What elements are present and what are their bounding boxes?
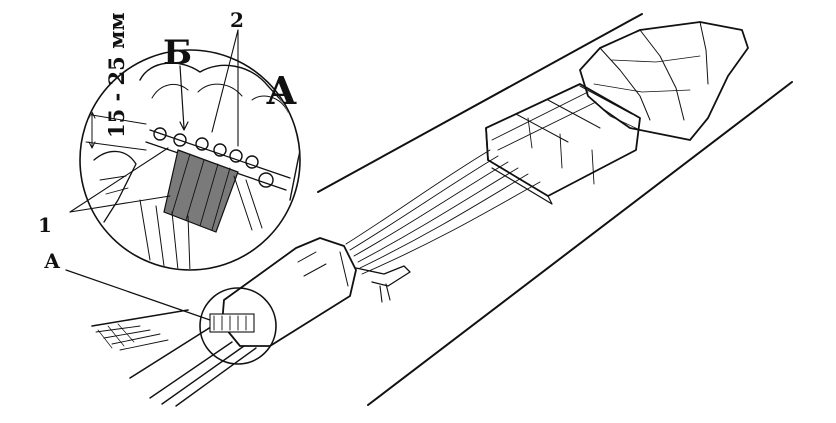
label-b: Б xyxy=(163,33,192,73)
callout-circle-small xyxy=(65,269,277,365)
dimension-label: 15 - 25 мм xyxy=(104,12,129,138)
label-2: 2 xyxy=(230,8,244,32)
label-a-big: А xyxy=(266,68,297,113)
canopy-pack xyxy=(485,83,641,205)
leader-lines xyxy=(69,29,239,213)
canopy-top xyxy=(579,21,749,141)
label-1: 1 xyxy=(38,213,52,237)
label-a-small: А xyxy=(44,249,61,273)
magnified-detail xyxy=(85,62,299,269)
deployment-bag xyxy=(221,237,411,347)
ground-hatching xyxy=(91,309,189,351)
suspension-lines xyxy=(345,149,541,275)
table-edge-lines xyxy=(129,13,793,406)
callout-circle-big xyxy=(79,49,301,271)
risers xyxy=(149,341,257,407)
